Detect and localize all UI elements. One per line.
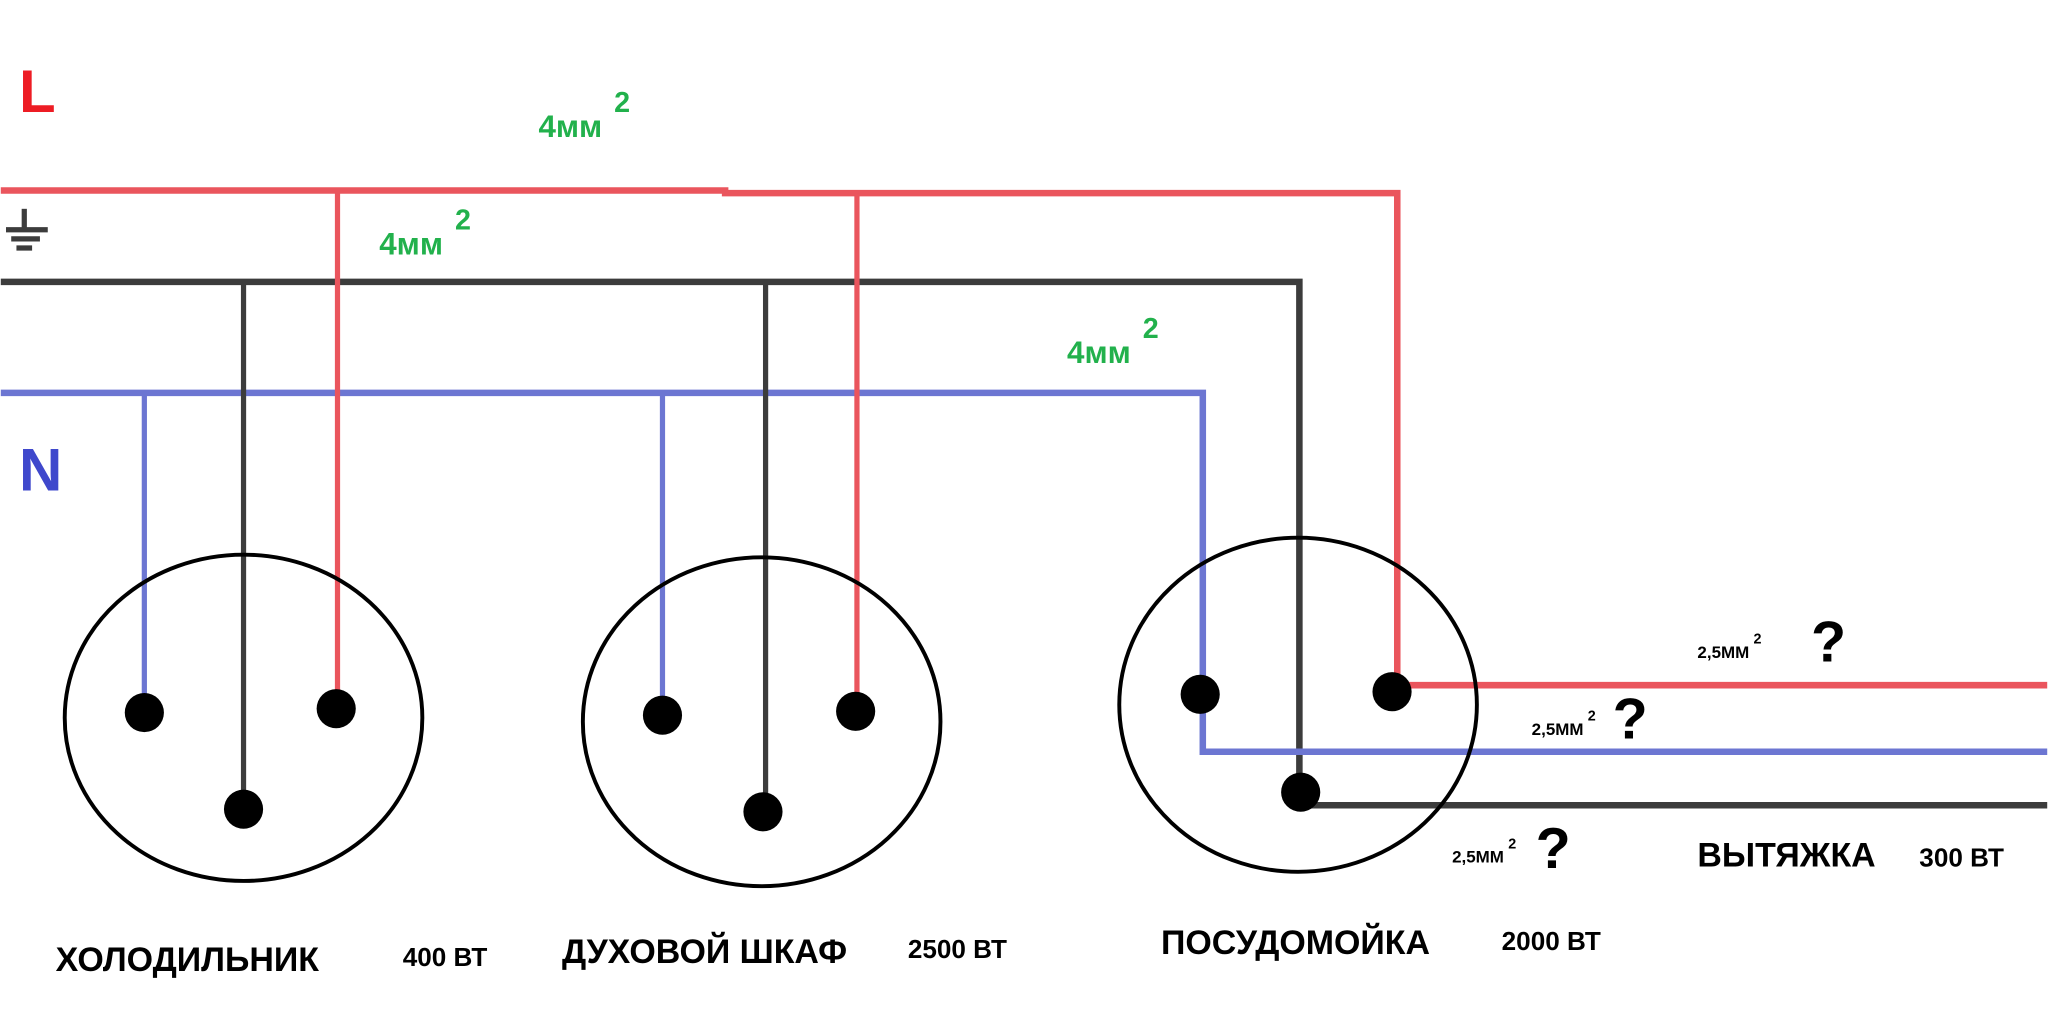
- device-name-fridge: ХОЛОДИЛЬНИК: [56, 941, 320, 979]
- device-name-dishwasher: ПОСУДОМОЙКА: [1161, 923, 1430, 962]
- socket-pin: [1281, 772, 1321, 812]
- cable-label-neutral: 4мм: [1067, 335, 1131, 370]
- branch-label-neutral: 2,5ММ: [1532, 720, 1584, 739]
- phase-label: L: [19, 58, 56, 125]
- device-power-fridge: 400 ВТ: [403, 942, 488, 972]
- socket-pin: [1372, 672, 1412, 712]
- socket-oven: [580, 555, 943, 889]
- question-mark: ?: [1536, 817, 1571, 881]
- ground-bus: [0, 278, 1303, 793]
- socket-fridge: [62, 552, 425, 883]
- branch-label-sup: 2: [1588, 708, 1596, 724]
- branch-label-phase: 2,5ММ: [1697, 643, 1749, 662]
- branch-label-sup: 2: [1508, 836, 1516, 852]
- device-power-hood: 300 ВТ: [1919, 843, 2004, 873]
- socket-pin: [642, 695, 683, 735]
- socket-pin: [1180, 674, 1220, 714]
- device-name-oven: ДУХОВОЙ ШКАФ: [562, 932, 847, 971]
- phase-bus: [0, 187, 2048, 689]
- socket-pin: [316, 689, 356, 729]
- socket-pin: [124, 693, 164, 733]
- branch-label-ground: 2,5ММ: [1452, 848, 1504, 867]
- socket-pin: [743, 792, 783, 832]
- question-mark: ?: [1613, 688, 1648, 752]
- cable-label-sup: 2: [614, 87, 630, 119]
- cable-label-sup: 2: [455, 205, 471, 237]
- neutral-label: N: [19, 437, 62, 504]
- device-power-dishwasher: 2000 ВТ: [1502, 926, 1601, 956]
- socket-pin: [223, 789, 264, 829]
- socket-pin: [836, 691, 876, 731]
- branch-label-sup: 2: [1754, 631, 1762, 647]
- ground-icon: [5, 208, 48, 251]
- cable-label-sup: 2: [1143, 313, 1159, 345]
- socket-dishwasher: [1117, 535, 1479, 874]
- neutral-bus: [0, 389, 2048, 756]
- device-name-hood: ВЫТЯЖКА: [1697, 837, 1875, 875]
- question-mark: ?: [1811, 611, 1846, 675]
- cable-label-ground: 4мм: [379, 226, 443, 261]
- device-power-oven: 2500 ВТ: [908, 934, 1007, 964]
- cable-label-phase: 4мм: [538, 109, 602, 144]
